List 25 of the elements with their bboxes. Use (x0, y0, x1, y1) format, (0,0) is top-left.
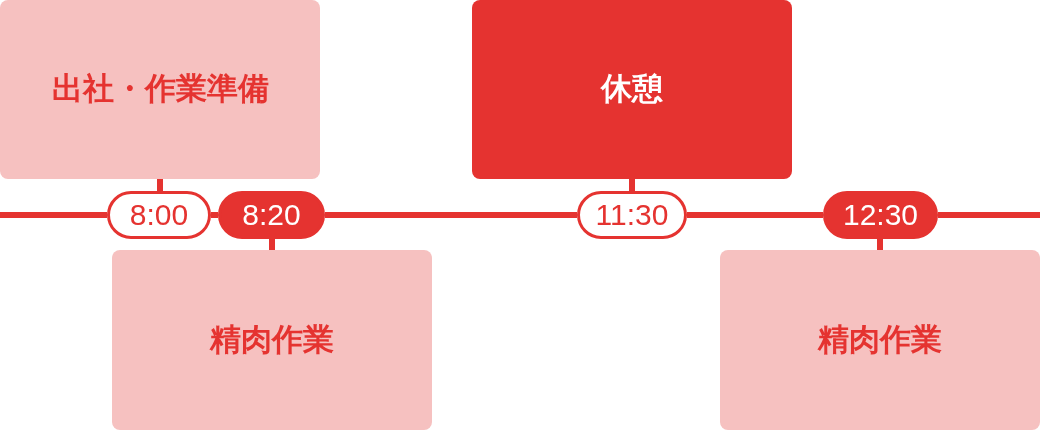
time-text: 11:30 (595, 200, 669, 230)
task-card (112, 250, 432, 430)
connector-line (157, 179, 163, 191)
connector-line (269, 239, 275, 250)
timeline-line (0, 212, 107, 218)
connector-line (877, 239, 883, 250)
time-text: 8:20 (242, 200, 301, 230)
timeline-line (938, 212, 1040, 218)
time-text: 12:30 (842, 200, 919, 230)
time-badge (577, 191, 687, 239)
break-label: 休憩 (601, 70, 663, 109)
connector-line (629, 179, 635, 191)
time-badge (107, 191, 211, 239)
task-label: 精肉作業 (818, 320, 942, 359)
task-card (0, 0, 320, 179)
timeline-line (687, 212, 823, 218)
task-label: 精肉作業 (210, 320, 334, 359)
task-card (720, 250, 1040, 430)
break-card (472, 0, 792, 179)
task-label: 出社・作業準備 (51, 70, 269, 109)
timeline-line (325, 212, 577, 218)
time-badge (218, 191, 325, 239)
time-badge (823, 191, 938, 239)
timeline-line (211, 212, 218, 218)
time-text: 8:00 (129, 200, 189, 230)
